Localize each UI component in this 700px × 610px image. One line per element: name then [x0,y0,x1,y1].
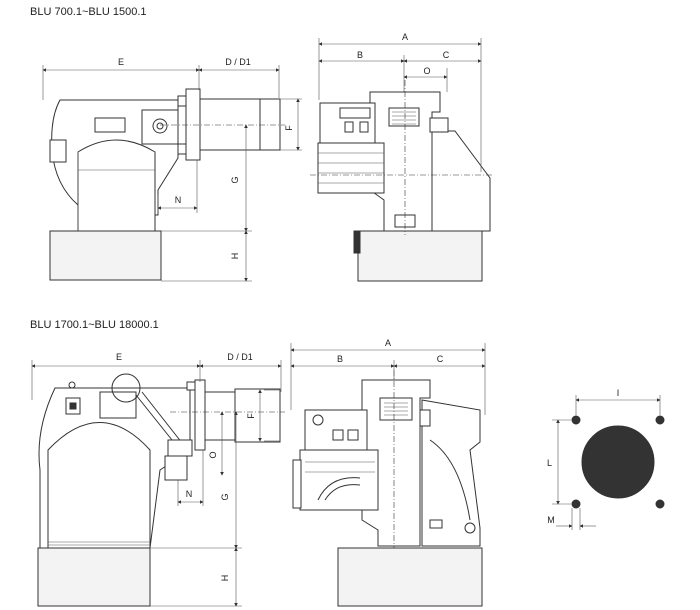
burner-tube-hole [581,425,655,499]
dimension-e-d-section-2: E D / D1 [31,352,282,400]
dim-label-l: L [547,458,552,468]
dim-label-d-d1: D / D1 [225,57,251,67]
side-view-large [37,373,285,607]
dim-label-f: F [246,413,256,419]
dim-label-h: H [230,253,240,260]
front-view-large [292,370,483,607]
dim-label-i: I [617,388,620,398]
dim-label-d-d1: D / D1 [227,352,253,362]
dim-label-e: E [118,57,124,67]
dim-label-n: N [175,195,182,205]
flange-hole-pattern: I L M [547,388,665,530]
dim-label-c: C [443,50,450,60]
dim-label-g: G [220,493,230,500]
dimension-a-b-c-section-2: A B C [290,338,486,415]
dim-label-m: M [547,515,555,525]
section-title-blu-700-1500: BLU 700.1~BLU 1500.1 [30,6,147,18]
bolt-hole-bottom-left [571,499,581,509]
dim-label-h: H [220,575,230,582]
dim-label-a: A [402,32,408,42]
bolt-hole-top-right [655,415,665,425]
bolt-hole-top-left [571,415,581,425]
dim-label-b: B [357,50,363,60]
dimension-f-o-g-h-n-section-2: F O G H N [150,389,280,607]
dim-label-c: C [437,354,444,364]
dimension-e-d-section-1: E D / D1 [42,57,280,100]
dimension-f-g-h-n-section-1: F G H N [157,98,302,282]
dimension-a-b-c-o-section-1: A B C O [318,32,482,172]
dim-label-b: B [337,354,343,364]
dim-label-f: F [284,125,294,131]
front-view-small [310,80,492,282]
dim-label-o: O [423,66,430,76]
dim-label-e: E [116,352,122,362]
side-view-small [49,88,285,281]
dim-label-n: N [186,489,193,499]
dim-label-a: A [385,338,391,348]
section-title-blu-1700-18000: BLU 1700.1~BLU 18000.1 [30,319,159,331]
dim-label-g: G [230,176,240,183]
dim-label-o: O [208,451,218,458]
bolt-hole-bottom-right [655,499,665,509]
